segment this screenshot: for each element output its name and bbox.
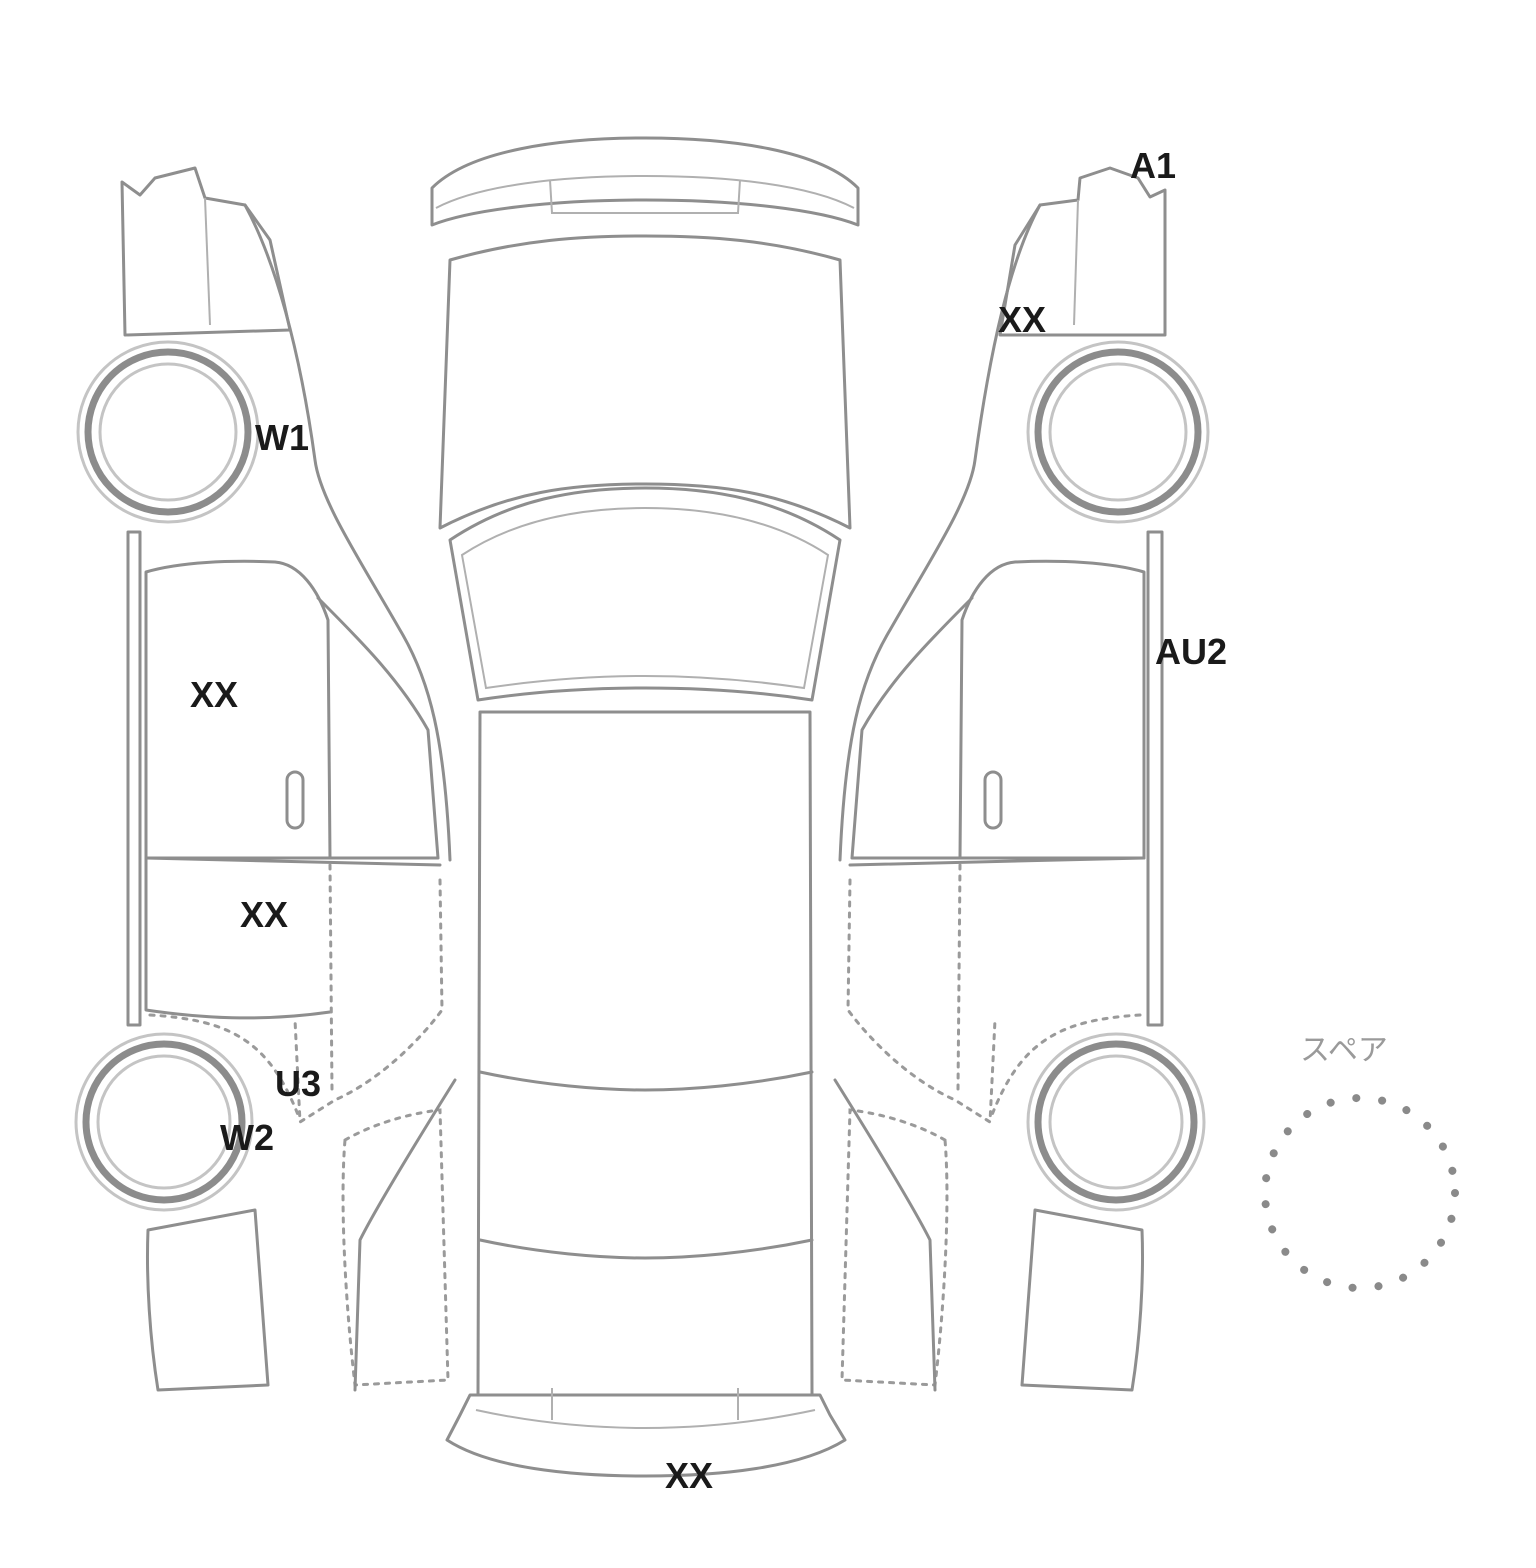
damage-marker-xx-right-fender: XX [998, 299, 1047, 340]
front-bumper [430, 136, 860, 227]
spare-tire-circle [1261, 1094, 1459, 1292]
windshield [448, 486, 842, 702]
damage-marker-xx-left-rear-door: XX [240, 894, 289, 935]
right-rear-bumper [1020, 1208, 1145, 1392]
damage-marker-w2: W2 [220, 1117, 274, 1158]
damage-marker-w1: W1 [255, 417, 309, 458]
damage-marker-xx-rear-bumper: XX [665, 1455, 714, 1496]
damage-marker-au2: AU2 [1155, 631, 1228, 672]
left-front-bumper [120, 166, 292, 337]
right-rear-wheel [1026, 1032, 1206, 1212]
right-front-wheel [1026, 340, 1210, 524]
car-top-view [430, 136, 860, 1478]
roof [476, 710, 814, 1397]
car-right-side-view [833, 166, 1167, 1392]
damage-marker-xx-left-front-door: XX [190, 674, 239, 715]
left-front-wheel [76, 340, 260, 524]
left-front-door [144, 559, 332, 860]
damage-marker-u3: U3 [275, 1063, 322, 1104]
car-left-side-view [120, 166, 457, 1392]
hood [438, 234, 852, 530]
left-rear-bumper [145, 1208, 270, 1392]
damage-marker-a1: A1 [1130, 145, 1177, 186]
left-rear-wheel [74, 1032, 254, 1212]
rear-bumper-top [445, 1393, 847, 1478]
spare-label: スペア [1300, 1033, 1388, 1068]
right-front-door [958, 559, 1146, 860]
